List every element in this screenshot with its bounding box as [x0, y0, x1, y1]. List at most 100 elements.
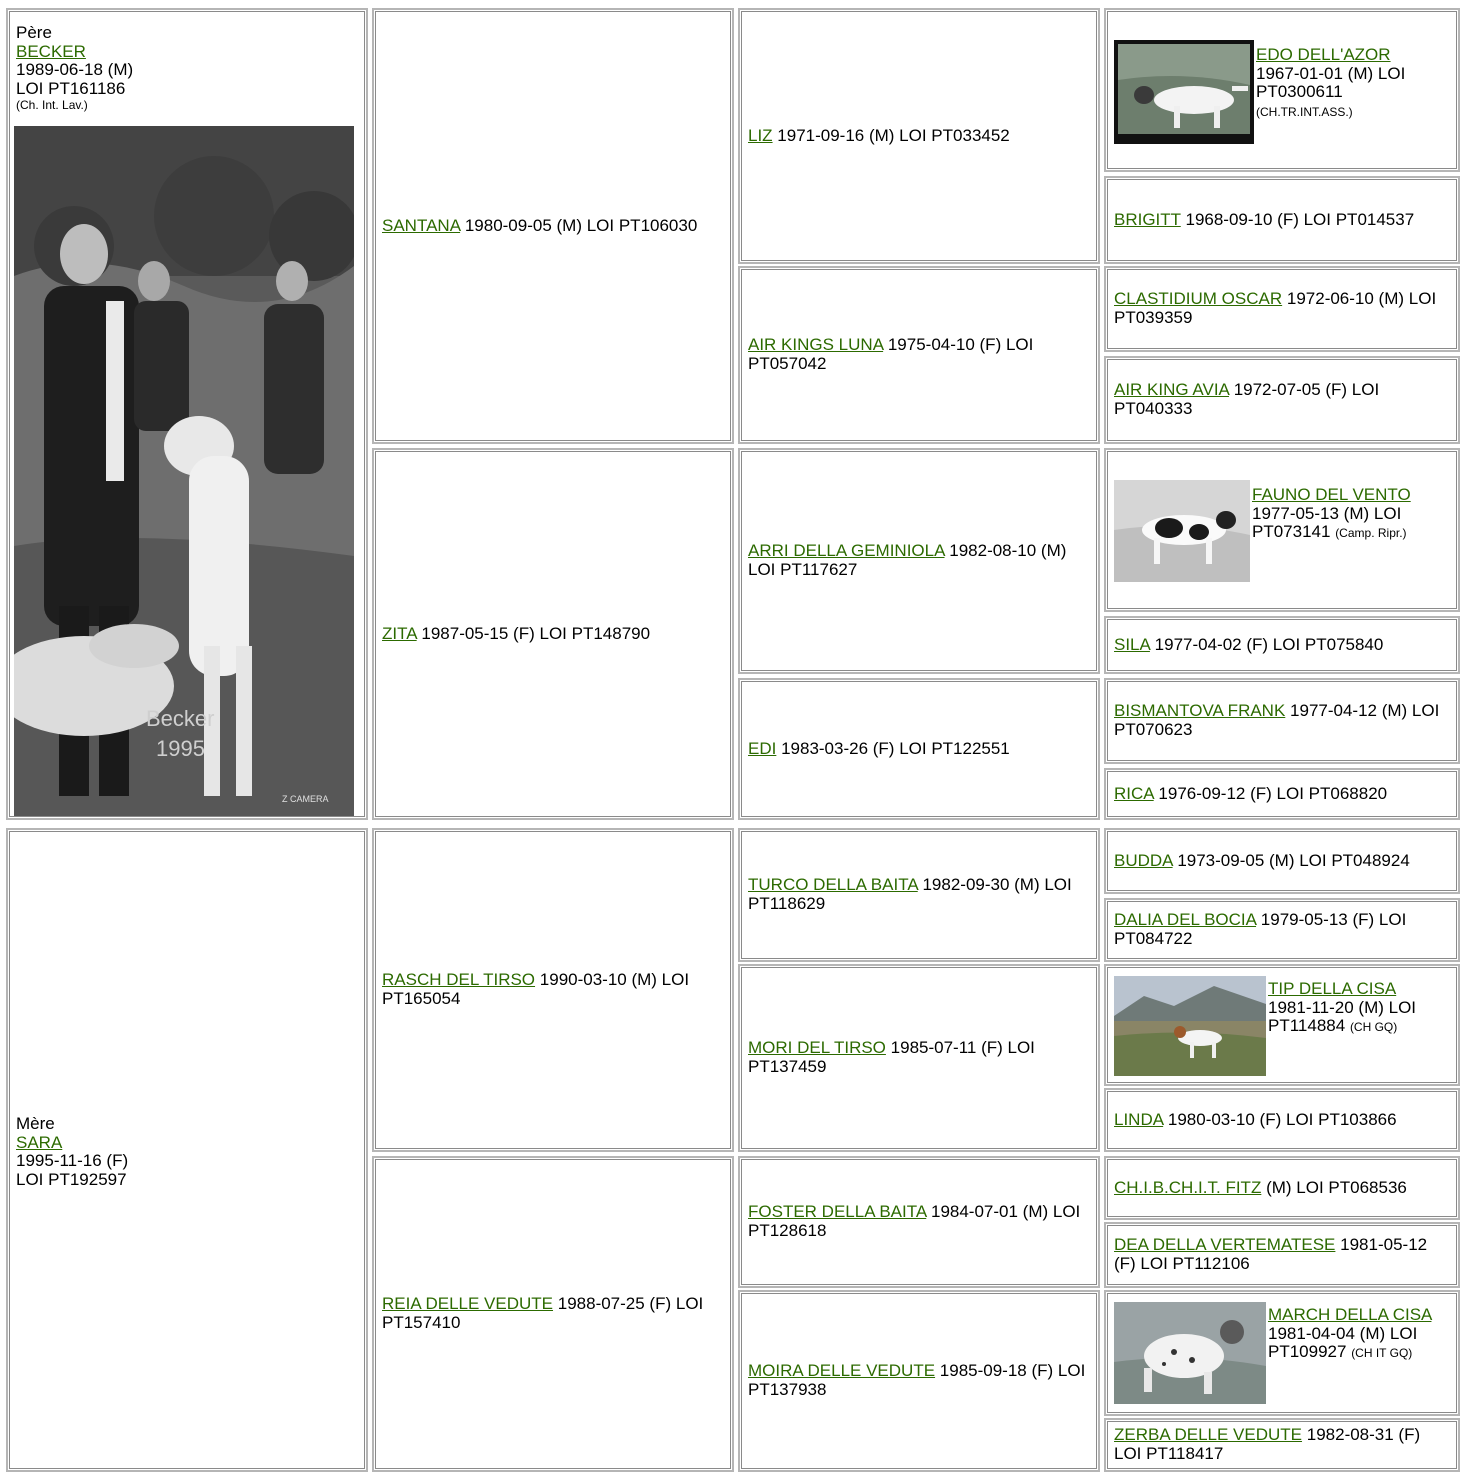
gen2-cell: ZITA 1987-05-15 (F) LOI PT148790	[372, 448, 734, 820]
ancestor-photo[interactable]	[1114, 40, 1254, 144]
gen4-info: 1979-05-13 (F) LOI PT084722	[1114, 910, 1407, 948]
gen4-info: 1982-08-31 (F) LOI PT118417	[1114, 1425, 1421, 1463]
ancestor-photo[interactable]	[1114, 976, 1266, 1076]
gen4-info: (M) LOI PT068536	[1266, 1177, 1407, 1197]
sire-photo-credit: Z CAMERA	[282, 794, 329, 804]
gen3-info: 1985-09-18 (F) LOI PT137938	[748, 1361, 1086, 1399]
gen4-cell: FAUNO DEL VENTO 1977-05-13 (M) LOI PT073…	[1104, 448, 1460, 612]
gen4-name-link[interactable]: EDO DELL'AZOR	[1256, 45, 1391, 64]
gen3-info: 1982-08-10 (M) LOI PT117627	[748, 541, 1067, 579]
gen4-name-link[interactable]: LINDA	[1114, 1109, 1164, 1129]
gen2-info: 1980-09-05 (M) LOI PT106030	[464, 215, 698, 235]
gen4-cell: SILA 1977-04-02 (F) LOI PT075840	[1104, 616, 1460, 674]
gen4-info: 1976-09-12 (F) LOI PT068820	[1158, 783, 1388, 803]
sire-name-link[interactable]: BECKER	[16, 41, 86, 61]
gen4-name-link[interactable]: DEA DELLA VERTEMATESE	[1114, 1235, 1336, 1255]
sire-label: Père	[16, 23, 52, 42]
gen4-info: 1972-07-05 (F) LOI PT040333	[1114, 380, 1380, 418]
gen4-cell: DEA DELLA VERTEMATESE 1981-05-12 (F) LOI…	[1104, 1222, 1460, 1288]
sire-birth: 1989-06-18 (M)	[16, 60, 134, 80]
gen4-cell: LINDA 1980-03-10 (F) LOI PT103866	[1104, 1088, 1460, 1152]
gen2-info: 1988-07-25 (F) LOI PT157410	[382, 1294, 704, 1332]
gen4-cell: TIP DELLA CISA 1981-11-20 (M) LOI PT1148…	[1104, 964, 1460, 1086]
gen4-cell: MARCH DELLA CISA 1981-04-04 (M) LOI PT10…	[1104, 1290, 1460, 1416]
ancestor-photo[interactable]	[1114, 480, 1250, 582]
gen3-name-link[interactable]: EDI	[748, 738, 777, 758]
gen4-cell: DALIA DEL BOCIA 1979-05-13 (F) LOI PT084…	[1104, 898, 1460, 962]
gen3-name-link[interactable]: MORI DEL TIRSO	[748, 1038, 886, 1058]
gen2-name-link[interactable]: ZITA	[382, 623, 417, 643]
gen3-cell: FOSTER DELLA BAITA 1984-07-01 (M) LOI PT…	[738, 1156, 1100, 1288]
gen4-info: 1968-09-10 (F) LOI PT014537	[1185, 209, 1415, 229]
gen4-cell: EDO DELL'AZOR 1967-01-01 (M) LOI PT03006…	[1104, 8, 1460, 172]
gen4-cell: BUDDA 1973-09-05 (M) LOI PT048924	[1104, 828, 1460, 894]
gen4-name-link[interactable]: CLASTIDIUM OSCAR	[1114, 289, 1283, 309]
gen4-cell: AIR KING AVIA 1972-07-05 (F) LOI PT04033…	[1104, 356, 1460, 444]
gen2-name-link[interactable]: SANTANA	[382, 215, 461, 235]
gen4-cell: ZERBA DELLE VEDUTE 1982-08-31 (F) LOI PT…	[1104, 1418, 1460, 1472]
gen4-name-link[interactable]: MARCH DELLA CISA	[1268, 1305, 1432, 1324]
gen4-cell: CH.I.B.CH.I.T. FITZ (M) LOI PT068536	[1104, 1156, 1460, 1220]
gen4-cell: BISMANTOVA FRANK 1977-04-12 (M) LOI PT07…	[1104, 678, 1460, 764]
gen4-name-link[interactable]: BUDDA	[1114, 850, 1173, 870]
gen4-name-link[interactable]: SILA	[1114, 634, 1150, 654]
gen4-name-link[interactable]: FAUNO DEL VENTO	[1252, 485, 1411, 504]
sire-photo[interactable]: Becker 1995 Z CAMERA	[14, 126, 354, 816]
gen2-info: 1987-05-15 (F) LOI PT148790	[421, 623, 651, 643]
dam-label: Mère	[16, 1114, 55, 1133]
sire-photo-caption-name: Becker	[146, 706, 214, 731]
gen3-cell: MOIRA DELLE VEDUTE 1985-09-18 (F) LOI PT…	[738, 1290, 1100, 1472]
gen4-title: (CH GQ)	[1349, 1020, 1398, 1035]
gen2-name-link[interactable]: RASCH DEL TIRSO	[382, 970, 536, 990]
sire-photo-caption-year: 1995	[156, 736, 205, 761]
sire-title: (Ch. Int. Lav.)	[16, 97, 88, 112]
gen3-info: 1983-03-26 (F) LOI PT122551	[781, 738, 1010, 758]
gen4-name-link[interactable]: BISMANTOVA FRANK	[1114, 701, 1286, 721]
gen3-cell: AIR KINGS LUNA 1975-04-10 (F) LOI PT0570…	[738, 266, 1100, 444]
gen4-info: 1977-04-02 (F) LOI PT075840	[1154, 634, 1384, 654]
gen4-title: (Camp. Ripr.)	[1335, 526, 1407, 541]
gen4-title: (CH IT GQ)	[1351, 1346, 1413, 1361]
gen3-name-link[interactable]: TURCO DELLA BAITA	[748, 875, 918, 895]
gen4-name-link[interactable]: BRIGITT	[1114, 209, 1181, 229]
gen4-info: 1973-09-05 (M) LOI PT048924	[1177, 850, 1410, 870]
gen4-info: 1980-03-10 (F) LOI PT103866	[1167, 1109, 1397, 1129]
gen3-cell: ARRI DELLA GEMINIOLA 1982-08-10 (M) LOI …	[738, 448, 1100, 674]
gen3-info: 1985-07-11 (F) LOI PT137459	[748, 1038, 1035, 1076]
gen3-name-link[interactable]: ARRI DELLA GEMINIOLA	[748, 541, 945, 561]
gen4-info: 1967-01-01 (M) LOI PT0300611	[1256, 63, 1406, 102]
gen4-info: 1981-11-20 (M) LOI PT114884	[1268, 997, 1417, 1036]
gen4-cell: RICA 1976-09-12 (F) LOI PT068820	[1104, 768, 1460, 820]
gen3-cell: MORI DEL TIRSO 1985-07-11 (F) LOI PT1374…	[738, 964, 1100, 1152]
gen4-name-link[interactable]: CH.I.B.CH.I.T. FITZ	[1114, 1177, 1262, 1197]
gen4-title: (CH.TR.INT.ASS.)	[1256, 105, 1353, 120]
gen2-cell: SANTANA 1980-09-05 (M) LOI PT106030	[372, 8, 734, 444]
gen3-name-link[interactable]: FOSTER DELLA BAITA	[748, 1202, 927, 1222]
gen2-cell: RASCH DEL TIRSO 1990-03-10 (M) LOI PT165…	[372, 828, 734, 1152]
gen4-name-link[interactable]: ZERBA DELLE VEDUTE	[1114, 1425, 1303, 1445]
sire-registration: LOI PT161186	[16, 79, 126, 99]
dam-cell: Mère SARA 1995-11-16 (F) LOI PT192597	[6, 828, 368, 1472]
gen4-info: 1981-04-04 (M) LOI PT109927	[1268, 1323, 1418, 1362]
dam-name-link[interactable]: SARA	[16, 1132, 63, 1152]
gen3-info: 1971-09-16 (M) LOI PT033452	[777, 125, 1010, 145]
gen4-name-link[interactable]: AIR KING AVIA	[1114, 380, 1229, 400]
dam-registration: LOI PT192597	[16, 1170, 127, 1190]
gen2-name-link[interactable]: REIA DELLE VEDUTE	[382, 1294, 554, 1314]
gen3-name-link[interactable]: AIR KINGS LUNA	[748, 335, 884, 355]
gen2-cell: REIA DELLE VEDUTE 1988-07-25 (F) LOI PT1…	[372, 1156, 734, 1472]
gen3-info: 1984-07-01 (M) LOI PT128618	[748, 1202, 1081, 1240]
gen3-name-link[interactable]: LIZ	[748, 125, 773, 145]
gen3-info: 1975-04-10 (F) LOI PT057042	[748, 335, 1034, 373]
gen4-name-link[interactable]: TIP DELLA CISA	[1268, 979, 1397, 998]
gen4-name-link[interactable]: RICA	[1114, 783, 1154, 803]
gen3-info: 1982-09-30 (M) LOI PT118629	[748, 875, 1072, 913]
gen4-name-link[interactable]: DALIA DEL BOCIA	[1114, 910, 1257, 930]
gen3-cell: TURCO DELLA BAITA 1982-09-30 (M) LOI PT1…	[738, 828, 1100, 962]
gen3-cell: EDI 1983-03-26 (F) LOI PT122551	[738, 678, 1100, 820]
gen3-name-link[interactable]: MOIRA DELLE VEDUTE	[748, 1361, 936, 1381]
gen2-info: 1990-03-10 (M) LOI PT165054	[382, 970, 690, 1008]
gen4-info: 1977-05-13 (M) LOI PT073141	[1252, 503, 1402, 542]
ancestor-photo[interactable]	[1114, 1302, 1266, 1404]
dam-birth: 1995-11-16 (F)	[16, 1151, 129, 1171]
